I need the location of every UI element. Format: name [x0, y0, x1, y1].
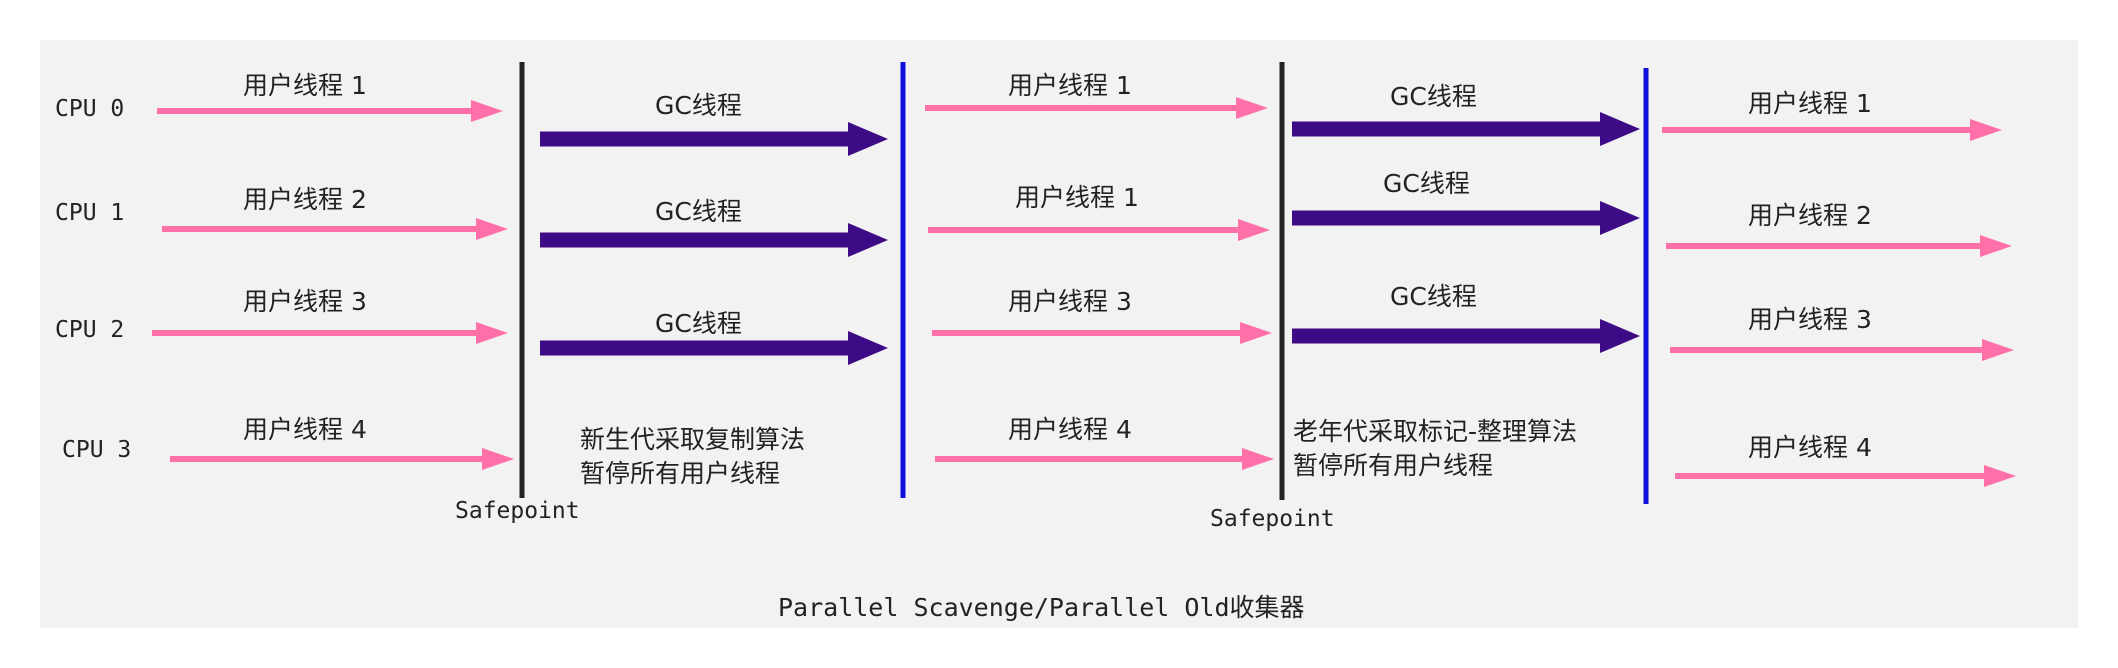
safepoint-label: Safepoint [1210, 506, 1335, 532]
user-thread-arrow-head [482, 448, 514, 470]
gc-thread-arrow [540, 223, 888, 257]
user-thread-arrow-head [1236, 97, 1268, 119]
user-thread-label: 用户线程 1 [1748, 89, 1872, 118]
user-thread-label: 用户线程 4 [1008, 415, 1132, 444]
user-thread-arrow [932, 322, 1272, 344]
user-thread-arrow [1662, 119, 2002, 141]
gc-thread-arrow-head [848, 331, 888, 365]
user-thread-label: 用户线程 4 [243, 415, 367, 444]
gc-thread-arrow-head [848, 122, 888, 156]
gc-thread-arrow [1292, 319, 1640, 353]
user-thread-label: 用户线程 3 [1008, 287, 1132, 316]
user-thread-arrow-head [1970, 119, 2002, 141]
gc-thread-arrow [540, 331, 888, 365]
safepoint-label: Safepoint [455, 498, 580, 524]
user-thread-arrow [925, 97, 1268, 119]
user-thread-label: 用户线程 2 [243, 185, 367, 214]
gc-thread-arrow-head [1600, 319, 1640, 353]
gc-thread-arrow-head [848, 223, 888, 257]
user-thread-arrow-head [1984, 465, 2016, 487]
user-thread-arrow-head [1982, 339, 2014, 361]
gc-thread-label: GC线程 [655, 91, 742, 120]
young-gen-note: 新生代采取复制算法 [580, 425, 805, 454]
user-thread-label: 用户线程 1 [243, 71, 367, 100]
cpu-label: CPU 0 [55, 96, 124, 122]
diagram-caption: Parallel Scavenge/Parallel Old收集器 [778, 593, 1305, 622]
user-thread-arrow-head [471, 100, 503, 122]
gc-thread-arrow [1292, 201, 1640, 235]
user-thread-arrow-head [476, 322, 508, 344]
user-thread-label: 用户线程 1 [1008, 71, 1132, 100]
cpu-label: CPU 3 [62, 437, 131, 463]
user-thread-arrow [157, 100, 503, 122]
old-gen-note: 老年代采取标记-整理算法 [1293, 417, 1577, 446]
young-gen-note: 暂停所有用户线程 [580, 459, 780, 488]
user-thread-arrow [162, 218, 508, 240]
user-thread-label: 用户线程 1 [1015, 183, 1139, 212]
user-thread-label: 用户线程 3 [243, 287, 367, 316]
gc-thread-arrow [1292, 112, 1640, 146]
user-thread-arrow [1675, 465, 2016, 487]
user-thread-arrow [1666, 235, 2012, 257]
gc-thread-arrow-head [1600, 201, 1640, 235]
user-thread-arrow [935, 448, 1274, 470]
cpu-label: CPU 1 [55, 200, 124, 226]
user-thread-arrow-head [1242, 448, 1274, 470]
gc-thread-label: GC线程 [655, 197, 742, 226]
user-thread-label: 用户线程 3 [1748, 305, 1872, 334]
user-thread-arrow-head [1980, 235, 2012, 257]
old-gen-note: 暂停所有用户线程 [1293, 451, 1493, 480]
user-thread-arrow [1670, 339, 2014, 361]
user-thread-arrow-head [1238, 219, 1270, 241]
user-thread-arrow [170, 448, 514, 470]
user-thread-arrow [152, 322, 508, 344]
gc-thread-arrow [540, 122, 888, 156]
user-thread-arrow-head [476, 218, 508, 240]
gc-thread-arrow-head [1600, 112, 1640, 146]
user-thread-arrow-head [1240, 322, 1272, 344]
gc-thread-label: GC线程 [1390, 82, 1477, 111]
gc-thread-label: GC线程 [655, 309, 742, 338]
cpu-label: CPU 2 [55, 317, 124, 343]
user-thread-label: 用户线程 2 [1748, 201, 1872, 230]
user-thread-arrow [928, 219, 1270, 241]
user-thread-label: 用户线程 4 [1748, 433, 1872, 462]
gc-thread-label: GC线程 [1390, 282, 1477, 311]
gc-thread-label: GC线程 [1383, 169, 1470, 198]
